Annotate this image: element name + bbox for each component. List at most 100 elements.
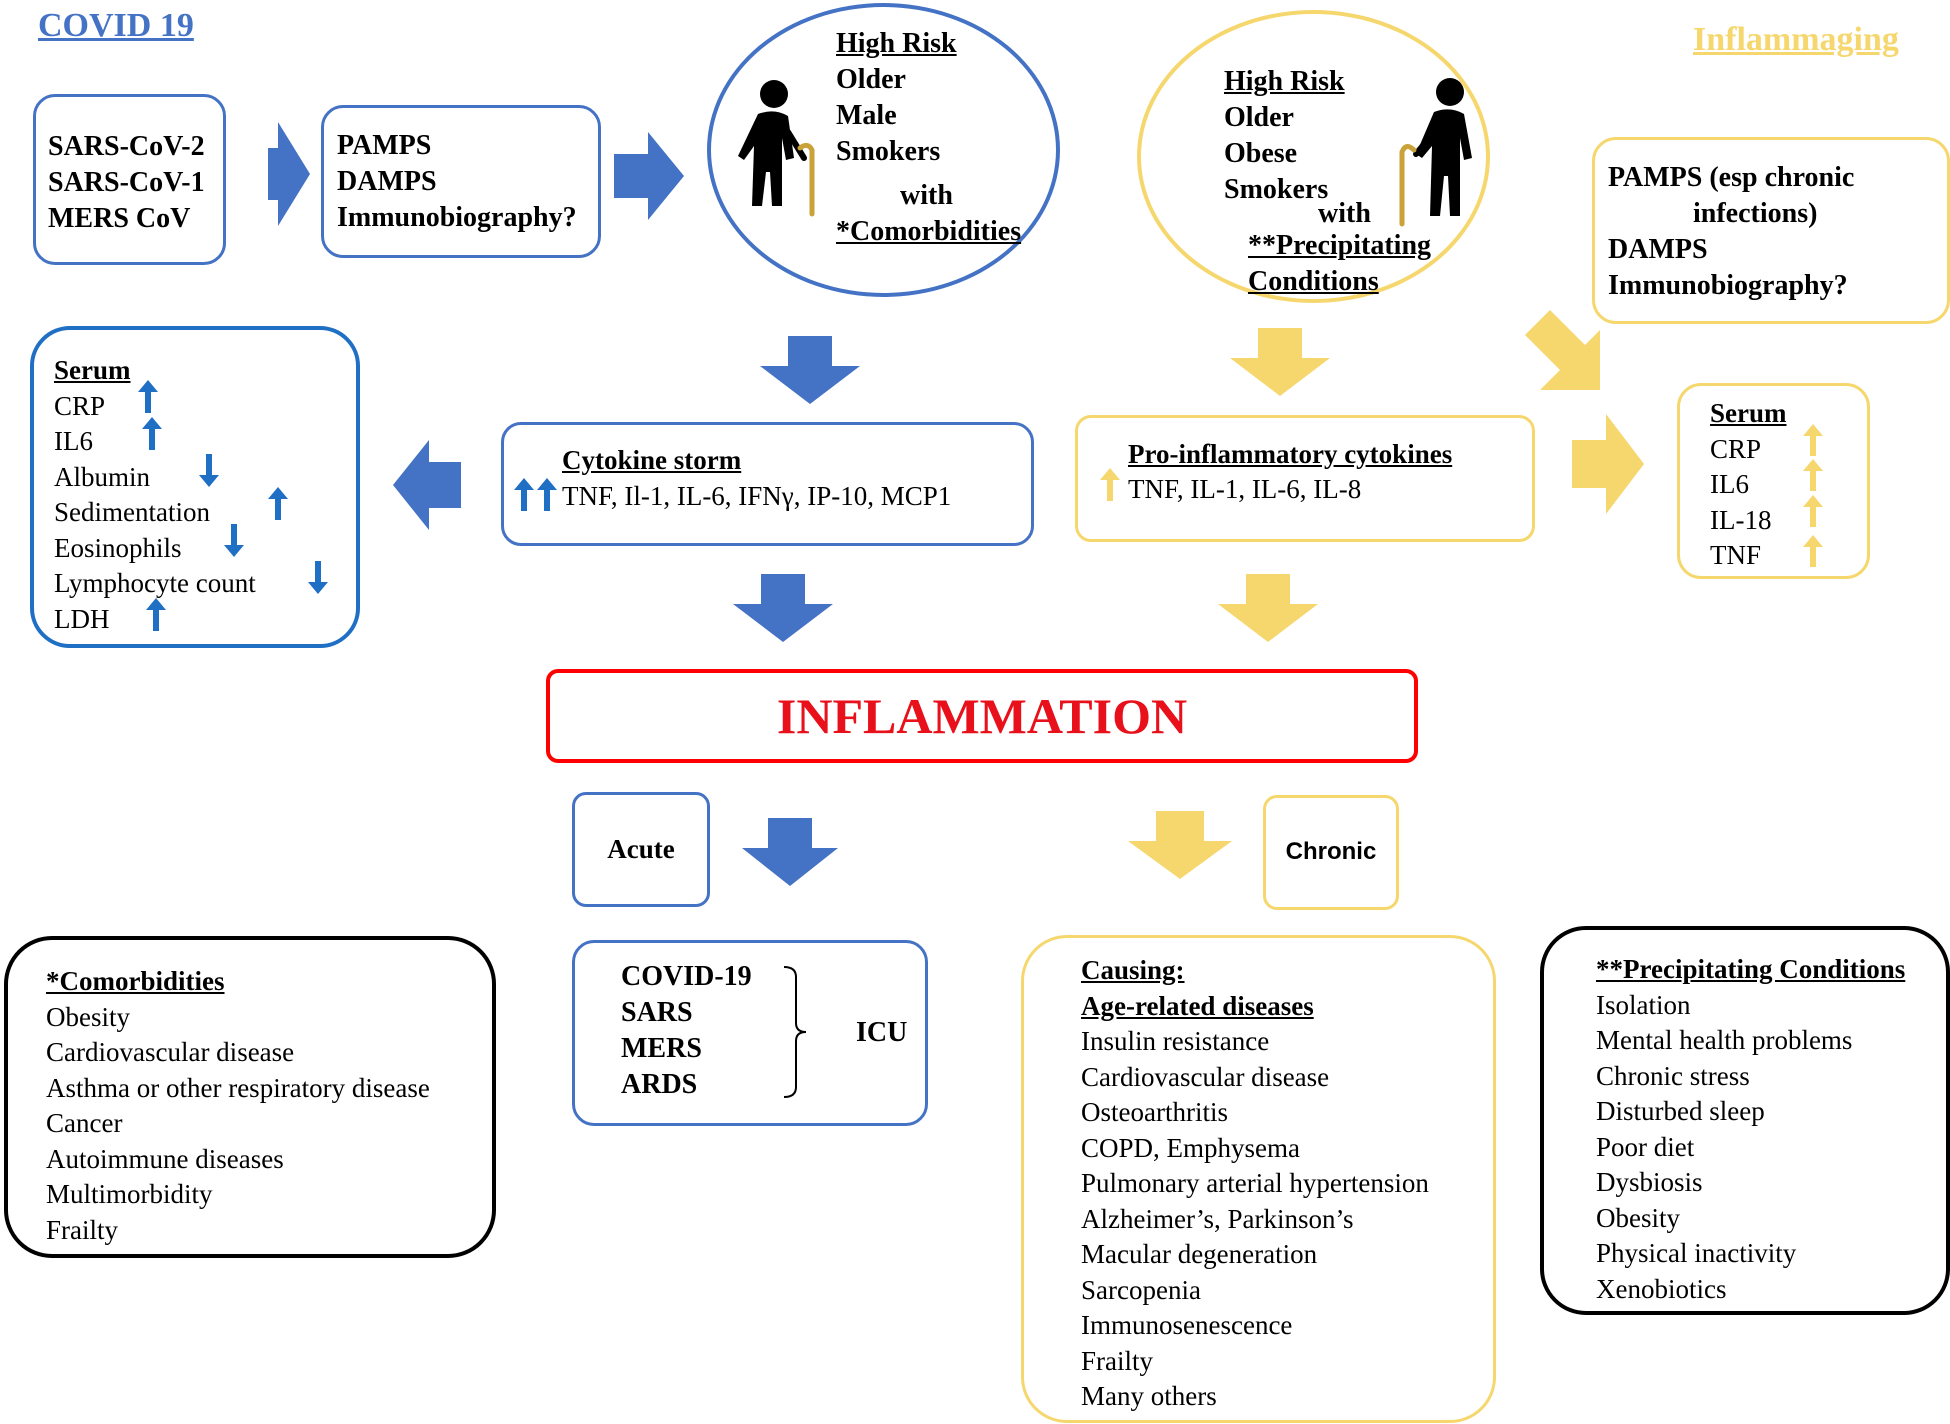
age-related-item: Sarcopenia (1081, 1274, 1201, 1305)
covid-risk-with: with (900, 180, 953, 211)
age-related-item: Osteoarthritis (1081, 1097, 1228, 1127)
precipitating-item: Xenobiotics (1596, 1273, 1727, 1304)
virus-item: MERS CoV (48, 203, 191, 234)
pro-inflammatory-box (1075, 415, 1535, 542)
precipitating-item: Isolation (1596, 989, 1691, 1020)
serum-item: IL6 (1710, 469, 1749, 499)
risk-item: Older (1224, 102, 1294, 133)
arrow-up-icon (1803, 495, 1823, 527)
age-related-item: Cardiovascular disease (1081, 1061, 1330, 1092)
risk-item: Smokers (836, 136, 941, 167)
comorbidity-item: Cancer (46, 1108, 123, 1138)
trigger-item: Immunobiography? (337, 202, 577, 233)
age-related-item: Macular degeneration (1081, 1239, 1318, 1269)
acute-disease-item: ARDS (621, 1069, 698, 1100)
trigger-item: PAMPS (337, 130, 432, 161)
age-related-item: Immunosenescence (1081, 1310, 1293, 1340)
arrow-down-icon (733, 574, 833, 642)
age-related-title: Age-related diseases (1081, 990, 1314, 1021)
serum-item: Sedimentation (54, 497, 210, 527)
arrow-down-icon (199, 454, 219, 487)
inflammation-box: INFLAMMATION (546, 669, 1418, 763)
comorbidity-item: Asthma or other respiratory disease (46, 1072, 430, 1103)
pro-inflammatory-title: Pro-inflammatory cytokines (1128, 439, 1453, 469)
acute-disease-item: MERS (621, 1033, 702, 1064)
covid-risk-title: High Risk (836, 28, 957, 59)
arrow-down-icon (1230, 328, 1330, 396)
serum-title: Serum (54, 355, 131, 385)
arrow-down-icon (1218, 574, 1318, 642)
arrow-up-icon (1803, 424, 1823, 456)
arrow-up-icon (138, 380, 158, 413)
covid-triggers-box: PAMPS DAMPS Immunobiography? (321, 105, 601, 258)
risk-item: Male (836, 100, 897, 131)
cytokine-storm-title: Cytokine storm (562, 445, 742, 475)
arrow-down-icon (742, 818, 838, 886)
comorbidity-item: Multimorbidity (46, 1179, 213, 1209)
arrow-diagonal-icon (1525, 310, 1600, 390)
arrow-up-icon (537, 478, 557, 511)
age-related-box: Causing: Age-related diseases Insulin re… (1021, 935, 1496, 1423)
serum-item: TNF (1710, 540, 1762, 570)
arrow-down-icon (308, 561, 328, 594)
acute-label: Acute (607, 834, 675, 864)
link-line: **Precipitating (1248, 230, 1432, 261)
precipitating-box: **Precipitating Conditions Isolation Men… (1540, 926, 1950, 1315)
arrow-down-icon (1128, 811, 1232, 879)
arrow-right-icon (268, 122, 310, 226)
arrow-up-icon (1803, 535, 1823, 567)
virus-item: SARS-CoV-1 (48, 167, 205, 198)
covid-risk-comorbidities-link: *Comorbidities (836, 216, 1022, 247)
brace-icon (783, 966, 807, 1098)
precipitating-item: Dysbiosis (1596, 1167, 1703, 1197)
arrow-up-icon (146, 598, 166, 631)
acute-diseases-box: COVID-19 SARS MERS ARDS (572, 940, 928, 1126)
serum-item: Lymphocyte count (54, 568, 256, 598)
arrow-right-icon (614, 132, 684, 220)
age-related-title: Causing: (1081, 955, 1185, 985)
serum-item: Eosinophils (54, 532, 182, 563)
trigger-item: DAMPS (1608, 234, 1708, 265)
age-related-item: Alzheimer’s, Parkinson’s (1081, 1203, 1354, 1234)
age-related-item: COPD, Emphysema (1081, 1132, 1300, 1163)
trigger-item: DAMPS (337, 166, 437, 197)
cytokine-storm-box (501, 422, 1034, 546)
virus-item: SARS-CoV-2 (48, 131, 205, 162)
arrow-up-icon (268, 487, 288, 520)
serum-title: Serum (1710, 398, 1787, 428)
serum-item: LDH (54, 603, 110, 634)
serum-item: Albumin (54, 461, 151, 492)
age-related-item: Many others (1081, 1381, 1217, 1411)
pro-inflammatory-list: TNF, IL-1, IL-6, IL-8 (1128, 474, 1362, 504)
trigger-item: PAMPS (esp chronic (1608, 162, 1855, 193)
precipitating-item: Obesity (1596, 1202, 1680, 1233)
link-line: Conditions (1248, 266, 1379, 297)
chronic-box: Chronic (1263, 795, 1399, 910)
comorbidities-title: *Comorbidities (46, 966, 225, 996)
arrow-down-icon (224, 524, 244, 557)
inflam-risk-precipitating-link: **Precipitating Conditions (1248, 228, 1431, 300)
acute-disease-item: SARS (621, 997, 693, 1028)
trigger-item: infections) (1693, 198, 1818, 229)
comorbidity-item: Cardiovascular disease (46, 1037, 295, 1067)
covid-serum-box: Serum CRP IL6 Albumin Sedimentation Eosi… (30, 326, 360, 648)
comorbidity-item: Obesity (46, 1001, 130, 1032)
comorbidity-item: Frailty (46, 1214, 118, 1245)
arrow-left-icon (393, 440, 461, 530)
inflam-risk-title: High Risk (1224, 66, 1345, 97)
precipitating-title: **Precipitating Conditions (1596, 954, 1906, 984)
inflammaging-header: Inflammaging (1693, 21, 1899, 58)
arrow-up-icon (1100, 468, 1120, 501)
icu-label: ICU (856, 1017, 908, 1048)
inflam-triggers-box: PAMPS (esp chronic infections) DAMPS Imm… (1592, 137, 1950, 324)
acute-disease-item: COVID-19 (621, 961, 752, 992)
serum-item: CRP (54, 390, 106, 421)
precipitating-item: Chronic stress (1596, 1060, 1750, 1091)
precipitating-item: Mental health problems (1596, 1025, 1853, 1055)
covid-viruses-box: SARS-CoV-2 SARS-CoV-1 MERS CoV (33, 94, 226, 265)
comorbidity-item: Autoimmune diseases (46, 1143, 284, 1174)
precipitating-item: Disturbed sleep (1596, 1096, 1765, 1126)
comorbidities-box: *Comorbidities Obesity Cardiovascular di… (4, 936, 496, 1258)
serum-item: IL6 (54, 426, 93, 456)
arrow-up-icon (514, 478, 534, 511)
